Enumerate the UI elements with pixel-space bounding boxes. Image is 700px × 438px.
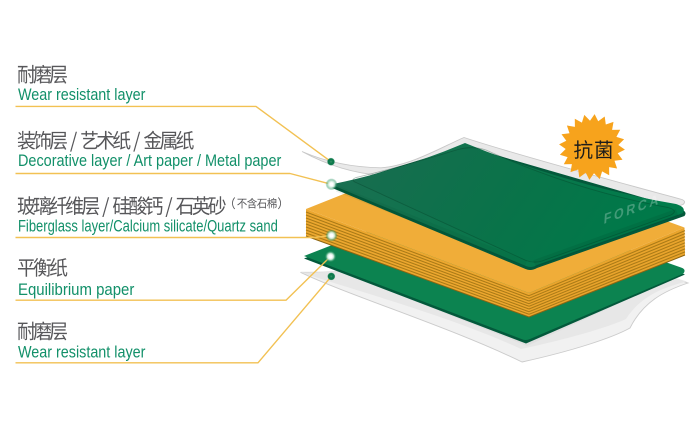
svg-text:Wear resistant layer: Wear resistant layer: [18, 86, 146, 104]
svg-text:Wear resistant layer: Wear resistant layer: [18, 344, 146, 362]
svg-text:Equilibrium paper: Equilibrium paper: [18, 281, 135, 299]
svg-text:Fiberglass layer/Calcium silic: Fiberglass layer/Calcium silicate/Quartz…: [18, 218, 278, 236]
svg-text:Decorative layer / Art paper /: Decorative layer / Art paper / Metal pap…: [18, 152, 282, 170]
